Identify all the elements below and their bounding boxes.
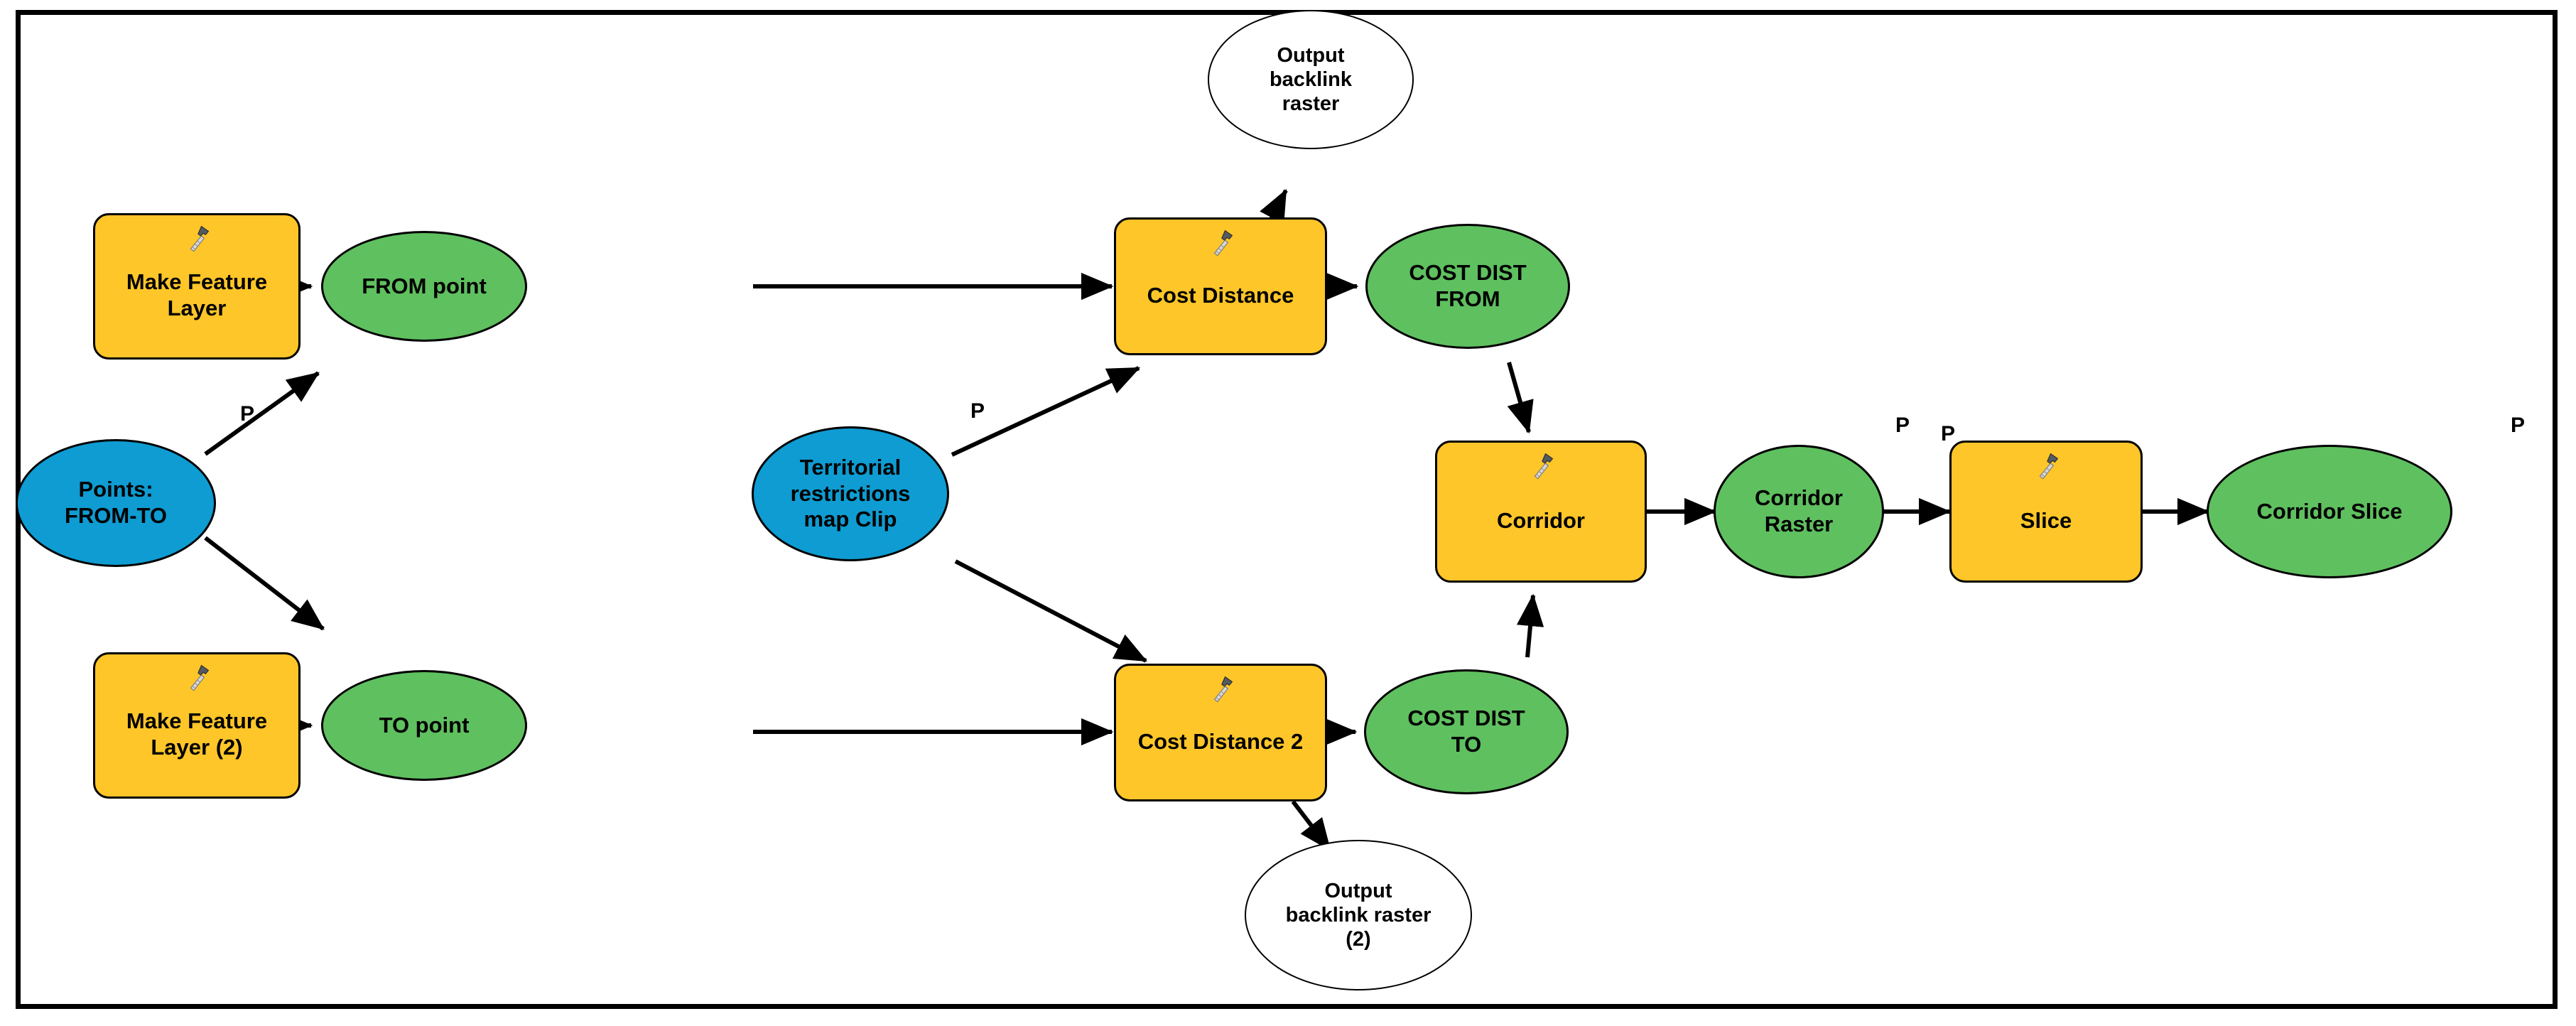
node-label: Corridor Slice bbox=[2256, 498, 2403, 524]
node-label: Cost Distance 2 bbox=[1137, 728, 1304, 754]
node-label: COST DIST TO bbox=[1407, 706, 1525, 757]
node-make-feature-layer-2[interactable]: Make Feature Layer (2) bbox=[93, 652, 301, 799]
node-label: Territorial restrictions map Clip bbox=[790, 455, 911, 532]
node-label: Cost Distance bbox=[1147, 282, 1294, 308]
node-corridor[interactable]: Corridor bbox=[1435, 441, 1647, 583]
hammer-icon bbox=[1534, 453, 1554, 480]
node-label: FROM point bbox=[362, 273, 487, 298]
node-label: TO point bbox=[379, 712, 470, 738]
node-label: Slice bbox=[2020, 507, 2072, 533]
hammer-icon bbox=[1213, 676, 1233, 703]
node-corridor-raster[interactable]: Corridor Raster bbox=[1714, 445, 1884, 578]
node-label: Corridor bbox=[1497, 507, 1585, 533]
node-slice[interactable]: Slice bbox=[1949, 441, 2143, 583]
hammer-icon bbox=[1213, 230, 1233, 256]
node-cost-distance[interactable]: Cost Distance bbox=[1114, 217, 1327, 355]
node-label: Make Feature Layer bbox=[126, 269, 268, 320]
node-cost-dist-from[interactable]: COST DIST FROM bbox=[1365, 224, 1570, 349]
node-to-point[interactable]: TO point bbox=[321, 670, 527, 781]
param-marker-cost-distance: P bbox=[970, 399, 985, 423]
node-label: Make Feature Layer (2) bbox=[126, 708, 268, 760]
param-marker-slice: P bbox=[1941, 422, 1956, 446]
node-make-feature-layer[interactable]: Make Feature Layer bbox=[93, 213, 301, 360]
node-territorial-restrictions-map-clip[interactable]: Territorial restrictions map Clip bbox=[752, 426, 949, 561]
hammer-icon bbox=[2039, 453, 2059, 480]
param-marker-make-feature-layer: P bbox=[240, 402, 255, 426]
node-cost-distance-2[interactable]: Cost Distance 2 bbox=[1114, 664, 1327, 801]
node-label: Output backlink raster bbox=[1269, 43, 1353, 116]
node-label: Corridor Raster bbox=[1755, 485, 1843, 536]
node-output-backlink-raster-2[interactable]: Output backlink raster (2) bbox=[1245, 840, 1472, 990]
param-marker-corridor-raster: P bbox=[1895, 414, 1910, 437]
node-from-point[interactable]: FROM point bbox=[321, 231, 527, 342]
param-marker-corridor-slice: P bbox=[2511, 414, 2526, 437]
node-cost-dist-to[interactable]: COST DIST TO bbox=[1364, 669, 1569, 794]
node-output-backlink-raster[interactable]: Output backlink raster bbox=[1208, 10, 1414, 149]
node-corridor-slice[interactable]: Corridor Slice bbox=[2207, 445, 2452, 578]
node-label: COST DIST FROM bbox=[1409, 260, 1527, 311]
node-points-from-to[interactable]: Points: FROM-TO bbox=[16, 439, 216, 567]
node-label: Points: FROM-TO bbox=[64, 477, 168, 528]
node-label: Output backlink raster (2) bbox=[1285, 879, 1432, 951]
